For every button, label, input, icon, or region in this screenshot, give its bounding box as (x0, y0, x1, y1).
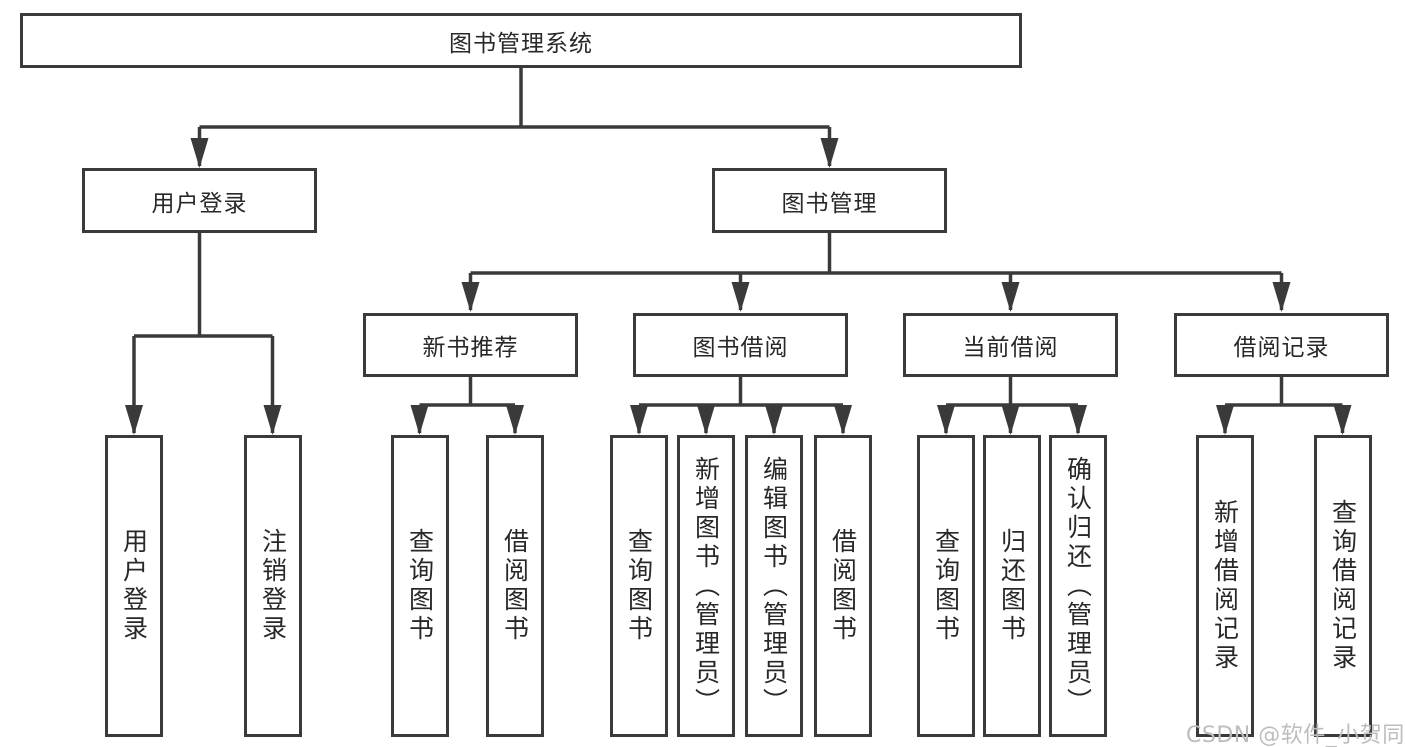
leaf-logout: 注销登录 (244, 435, 302, 737)
leaf-current-query-books: 查询图书 (917, 435, 975, 737)
leaf-recommend-borrow-books: 借阅图书 (486, 435, 544, 737)
leaf-return-books: 归还图书 (983, 435, 1041, 737)
leaf-recommend-query-books: 查询图书 (391, 435, 449, 737)
node-new-book-recommend: 新书推荐 (363, 313, 578, 377)
leaf-user-login: 用户登录 (105, 435, 163, 737)
leaf-query-borrow-record: 查询借阅记录 (1314, 435, 1372, 737)
leaf-add-borrow-record: 新增借阅记录 (1196, 435, 1254, 737)
leaf-add-books-admin: 新增图书（管理员） (677, 435, 735, 737)
leaf-edit-books-admin: 编辑图书（管理员） (745, 435, 803, 737)
leaf-borrow-books: 借阅图书 (814, 435, 872, 737)
node-root: 图书管理系统 (20, 13, 1022, 68)
node-borrow-records: 借阅记录 (1174, 313, 1389, 377)
node-current-borrow: 当前借阅 (903, 313, 1118, 377)
leaf-confirm-return-admin: 确认归还（管理员） (1049, 435, 1107, 737)
node-book-management: 图书管理 (712, 168, 947, 233)
csdn-watermark: CSDN @软件_小贺同学 (1186, 723, 1405, 747)
leaf-borrow-query-books: 查询图书 (610, 435, 668, 737)
node-book-borrow: 图书借阅 (633, 313, 848, 377)
node-user-login: 用户登录 (82, 168, 317, 233)
